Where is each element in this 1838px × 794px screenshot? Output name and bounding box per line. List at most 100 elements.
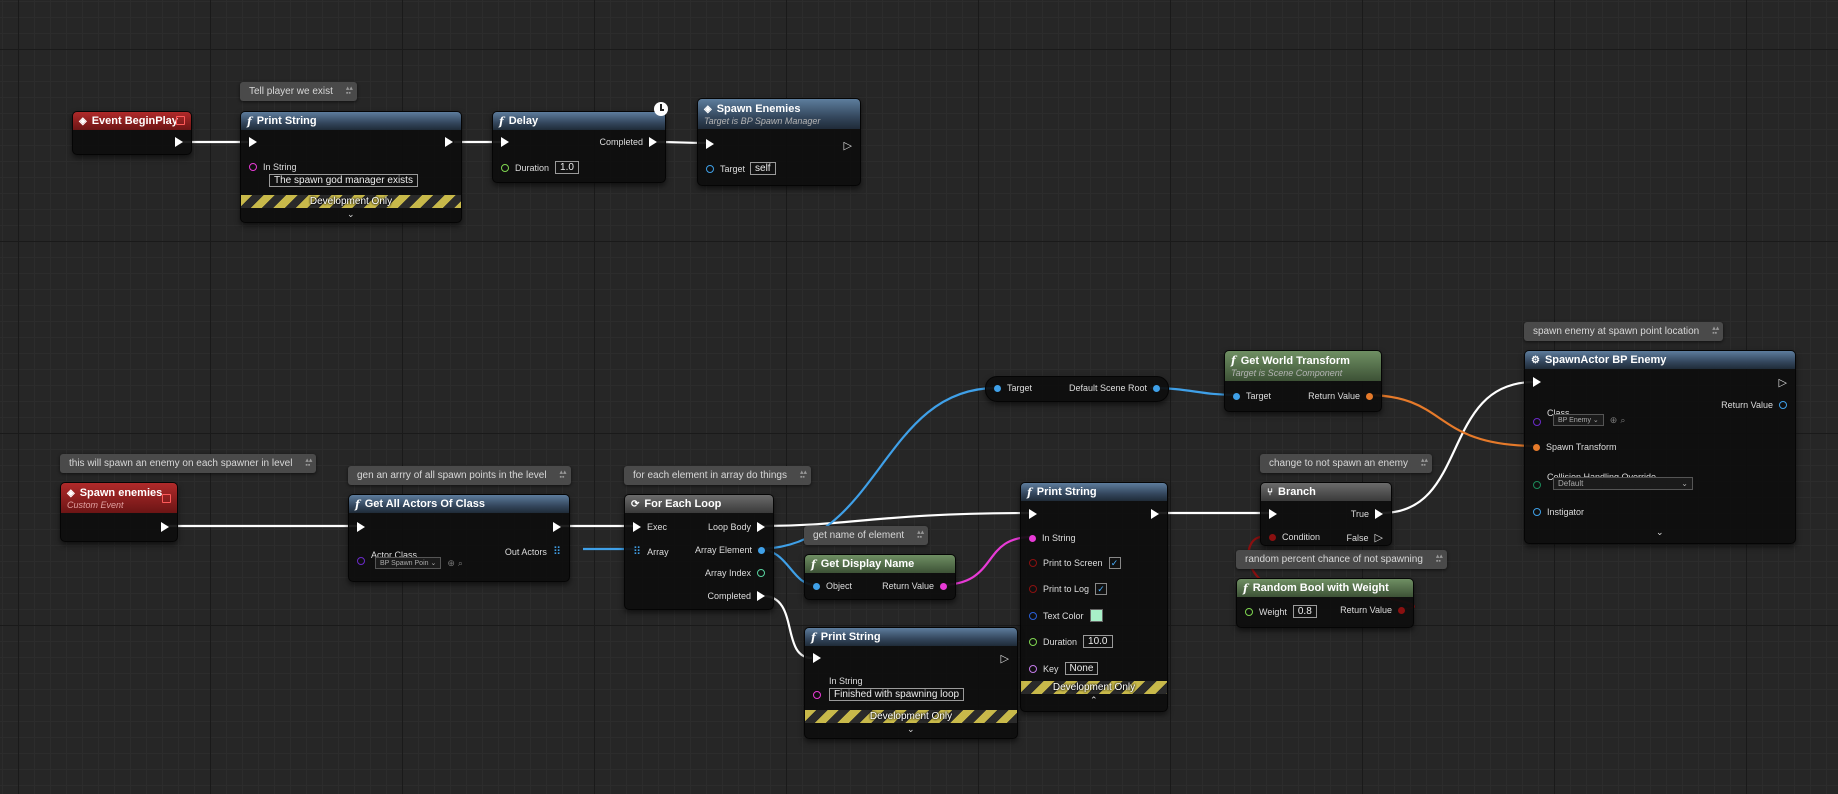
in-string-pin[interactable]: Finished with spawning loop (813, 688, 965, 701)
print-to-screen-checkbox[interactable]: ✓ (1108, 557, 1121, 569)
array-pin[interactable]: ⠿Array (633, 546, 669, 558)
exec-in-pin[interactable] (249, 137, 257, 147)
node-default-scene-root-getter[interactable]: Target Default Scene Root (985, 376, 1169, 402)
condition-pin[interactable]: Condition (1269, 532, 1320, 542)
actor-class-dropdown[interactable]: BP Spawn Poin ⌄⊕⌕ (375, 557, 463, 569)
text-color-pin[interactable]: Text Color (1029, 609, 1103, 622)
expand-chevron-icon[interactable]: ⌄ (347, 209, 355, 219)
completed-pin[interactable]: Completed (707, 591, 765, 601)
comment-collapse-icon[interactable]: ▴▴▪▪ (917, 529, 925, 541)
true-exec-pin[interactable]: True (1351, 509, 1383, 519)
exec-in-pin[interactable] (1533, 377, 1541, 387)
object-pin[interactable]: Object (813, 581, 852, 591)
comment-collapse-icon[interactable]: ▴▴▪▪ (1420, 457, 1428, 469)
array-element-pin[interactable]: Array Element (695, 545, 765, 555)
return-value-pin[interactable]: Return Value (882, 581, 947, 591)
comment-collapse-icon[interactable]: ▴▴▪▪ (1712, 325, 1720, 337)
comment-collapse-icon[interactable]: ▴▴▪▪ (345, 85, 353, 97)
exec-in-pin[interactable] (1269, 509, 1277, 519)
return-value-pin[interactable]: Return Value (1721, 400, 1787, 410)
collapse-chevron-icon[interactable]: ⌃ (1090, 695, 1098, 705)
node-spawnactor-bp-enemy[interactable]: ⚙SpawnActor BP Enemy ▷ Class BP Enemy ⌄⊕… (1524, 350, 1796, 544)
search-icon[interactable]: ⌕ (457, 557, 463, 568)
in-string-field[interactable]: The spawn god manager exists (269, 174, 418, 187)
exec-out-pin[interactable] (1151, 509, 1159, 519)
node-event-beginplay[interactable]: ◈Event BeginPlay (72, 111, 192, 155)
exec-out-pin[interactable] (175, 137, 183, 147)
exec-in-pin[interactable] (1029, 509, 1037, 519)
exec-out-pin[interactable]: ▷ (843, 140, 852, 152)
comment-collapse-icon[interactable]: ▴▴▪▪ (799, 469, 807, 481)
collision-handling-dropdown[interactable]: Default⌄ (1553, 477, 1693, 490)
loop-body-pin[interactable]: Loop Body (708, 522, 765, 532)
print-to-log-checkbox[interactable]: ✓ (1095, 583, 1108, 595)
expand-chevron-icon[interactable]: ⌄ (907, 724, 915, 734)
comment-spawn-at-point[interactable]: spawn enemy at spawn point location▴▴▪▪ (1524, 322, 1724, 341)
return-value-pin[interactable]: Return Value (1308, 391, 1373, 401)
comment-collapse-icon[interactable]: ▴▴▪▪ (1435, 553, 1443, 565)
comment-get-name[interactable]: get name of element▴▴▪▪ (804, 526, 929, 545)
text-color-swatch[interactable] (1089, 609, 1103, 622)
function-icon: f (1027, 485, 1032, 499)
array-index-pin[interactable]: Array Index (705, 568, 765, 578)
expand-chevron-icon[interactable]: ⌄ (1656, 527, 1664, 537)
completed-exec-pin[interactable]: Completed (599, 137, 657, 147)
exec-out-pin[interactable] (445, 137, 453, 147)
in-string-pin[interactable]: In String (1029, 533, 1076, 543)
class-dropdown[interactable]: BP Enemy ⌄⊕⌕ (1553, 414, 1625, 426)
default-scene-root-pin[interactable]: Default Scene Root (1069, 383, 1160, 393)
comment-random-percent[interactable]: random percent chance of not spawning▴▴▪… (1236, 550, 1447, 569)
exec-out-pin[interactable]: ▷ (1778, 377, 1787, 389)
print-to-log-pin[interactable]: Print to Log✓ (1029, 583, 1108, 595)
exec-out-pin[interactable] (161, 522, 169, 532)
comment-spawn-each[interactable]: this will spawn an enemy on each spawner… (60, 454, 317, 473)
comment-change-not-spawn[interactable]: change to not spawn an enemy▴▴▪▪ (1260, 454, 1432, 473)
comment-collapse-icon[interactable]: ▴▴▪▪ (559, 469, 567, 481)
comment-each-element[interactable]: for each element in array do things▴▴▪▪ (624, 466, 811, 485)
event-delegate-icon[interactable] (162, 494, 171, 503)
comment-collapse-icon[interactable]: ▴▴▪▪ (305, 457, 313, 469)
print-to-screen-pin[interactable]: Print to Screen✓ (1029, 557, 1121, 569)
browse-icon[interactable]: ⊕ (1609, 414, 1618, 425)
return-value-pin[interactable]: Return Value (1340, 605, 1405, 615)
event-delegate-icon[interactable] (176, 116, 185, 125)
node-branch[interactable]: ⑂Branch True Condition False▷ (1260, 482, 1392, 546)
target-pin[interactable]: Target (1233, 391, 1271, 401)
search-icon[interactable]: ⌕ (1620, 414, 1626, 425)
comment-tell-player[interactable]: Tell player we exist▴▴▪▪ (240, 82, 357, 101)
out-actors-pin[interactable]: Out Actors⠿ (504, 546, 561, 558)
spawn-transform-pin[interactable]: Spawn Transform (1533, 442, 1617, 452)
exec-out-pin[interactable] (553, 522, 561, 532)
function-icon: f (1243, 581, 1248, 595)
class-pin[interactable]: Class (1533, 400, 1570, 426)
exec-in-pin[interactable] (706, 139, 714, 149)
in-string-pin[interactable]: In String (249, 162, 297, 172)
false-exec-pin[interactable]: False▷ (1346, 532, 1383, 544)
comment-gen-array[interactable]: gen an arrry of all spawn points in the … (348, 466, 571, 485)
exec-in-pin[interactable] (357, 522, 365, 532)
exec-in-pin[interactable] (813, 653, 821, 663)
target-pin[interactable]: Target (994, 383, 1032, 393)
node-for-each-loop[interactable]: ⟳For Each Loop Exec ⠿Array Loop Body Arr… (624, 494, 774, 610)
exec-in-pin[interactable] (501, 137, 509, 147)
exec-out-pin[interactable]: ▷ (1000, 653, 1009, 665)
browse-icon[interactable]: ⊕ (447, 557, 455, 568)
instigator-pin[interactable]: Instigator (1533, 507, 1584, 517)
exec-in-pin[interactable]: Exec (633, 522, 667, 532)
actor-class-pin[interactable]: Actor Class (357, 545, 417, 565)
